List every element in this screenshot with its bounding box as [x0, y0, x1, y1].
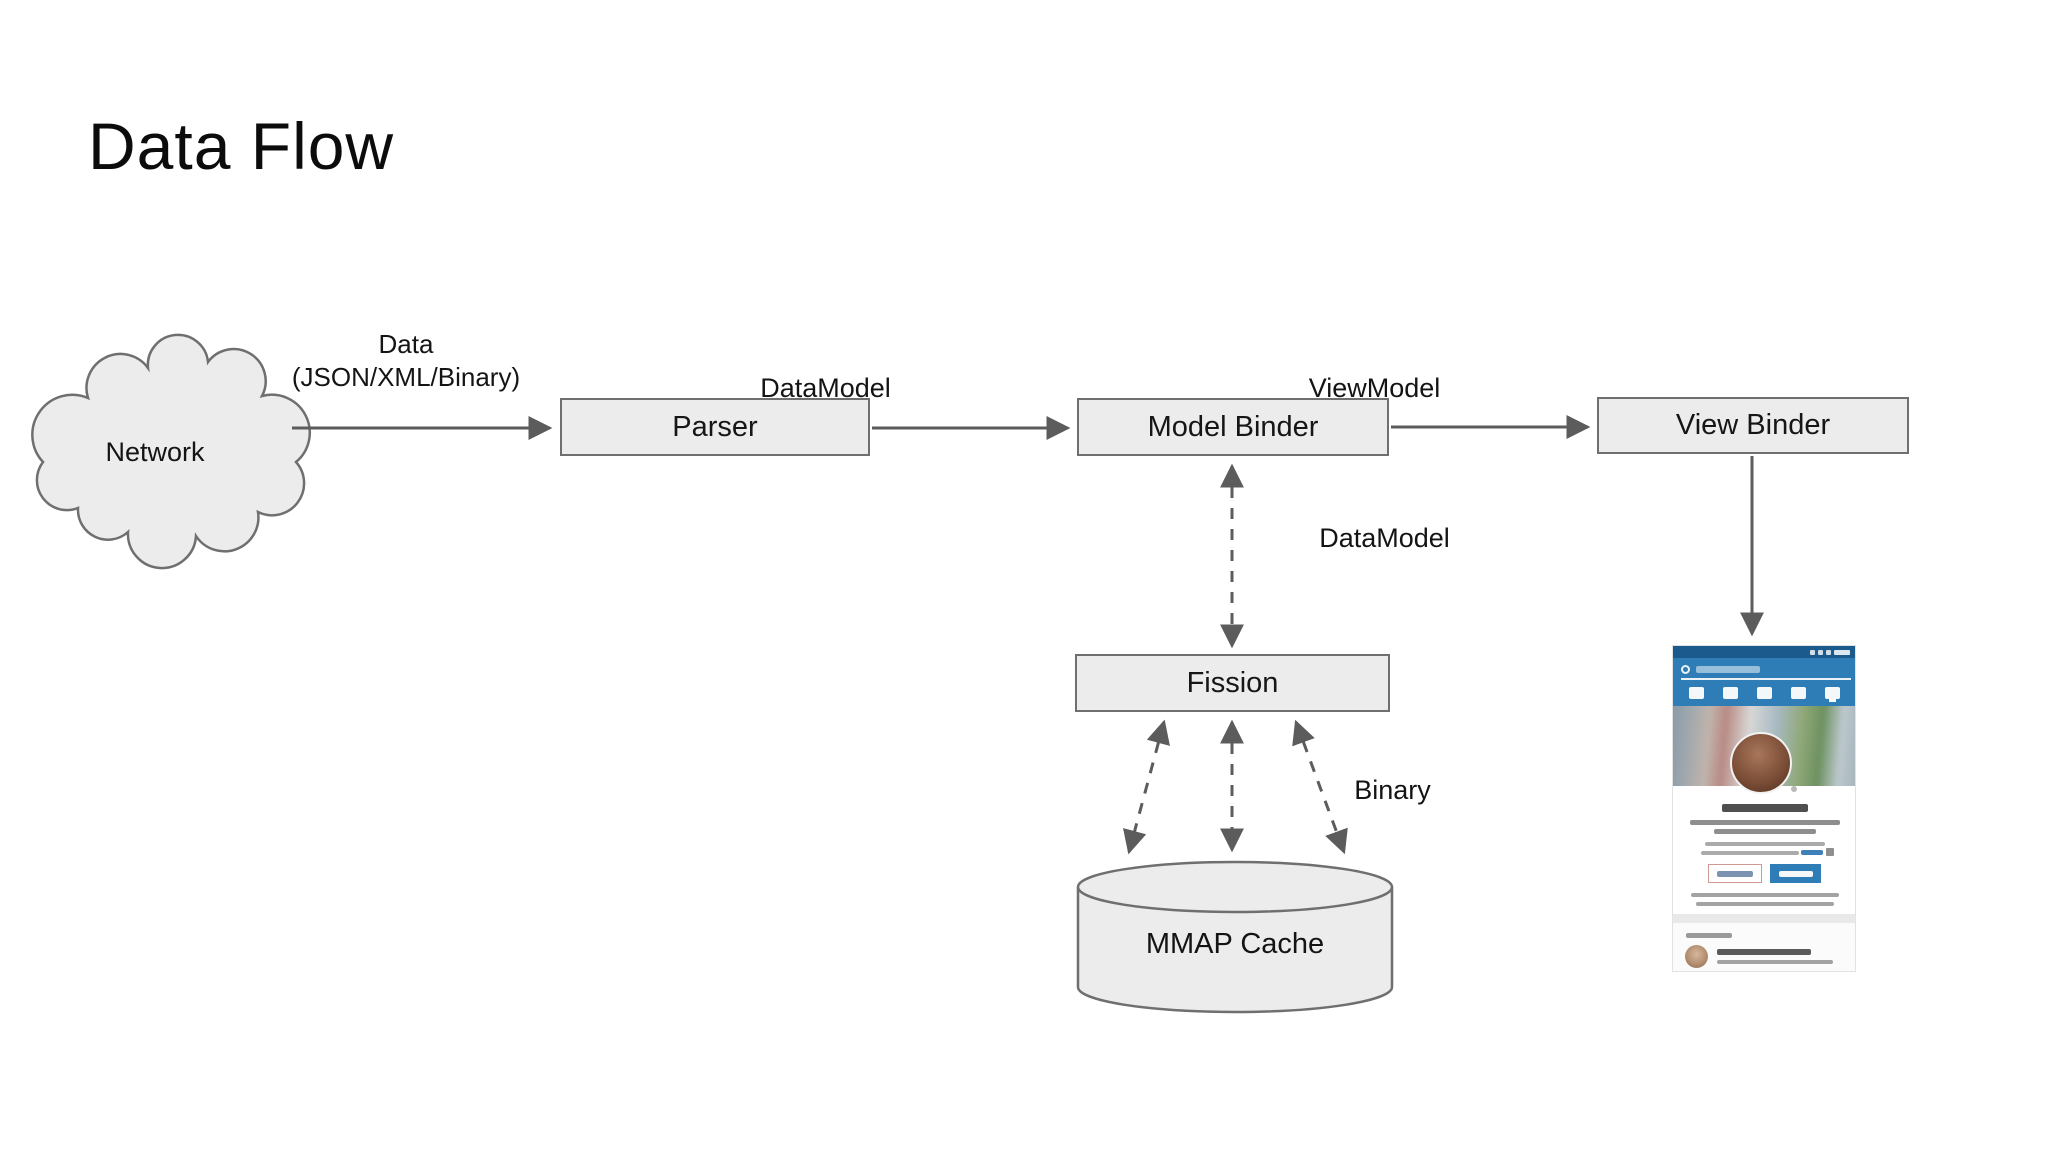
profile-icon: [1824, 687, 1840, 699]
node-fission-label: Fission: [1186, 666, 1279, 699]
connection-avatar: [1685, 945, 1708, 968]
arrow-fission-cache-left: [1123, 719, 1170, 855]
connection-title-blur: [1717, 949, 1811, 955]
search-underline: [1681, 678, 1851, 680]
profile-summary-blur-1: [1691, 893, 1839, 897]
page-title: Data Flow: [88, 109, 395, 183]
node-view-binder: View Binder: [1597, 397, 1909, 454]
profile-avatar: [1730, 732, 1792, 794]
edge-label-data-line1: Data: [378, 329, 434, 359]
profile-meta-icon: [1826, 848, 1834, 856]
phone-screenshot: [1672, 645, 1856, 972]
search-placeholder-blur: [1696, 665, 1760, 673]
home-icon: [1688, 687, 1704, 699]
clock-text-blur: [1834, 649, 1850, 655]
profile-meta-blur-1: [1705, 842, 1825, 846]
wifi-icon: [1810, 649, 1815, 655]
connection-subtitle-blur: [1717, 960, 1833, 964]
edge-label-data: Data (JSON/XML/Binary): [281, 328, 531, 394]
notifications-icon: [1790, 687, 1806, 699]
primary-button-blur: [1770, 864, 1821, 883]
edge-label-datamodel-cache: DataModel: [1319, 523, 1450, 553]
network-cloud-shape: [31, 333, 312, 570]
outlined-button-blur: [1708, 864, 1762, 883]
section-title-blur: [1686, 933, 1732, 938]
profile-name-blur: [1722, 804, 1808, 812]
node-parser-label: Parser: [672, 410, 758, 443]
outlined-button-label-blur: [1717, 870, 1753, 877]
camera-badge-icon: [1791, 786, 1797, 792]
people-icon: [1722, 687, 1738, 699]
profile-meta-link-blur: [1801, 850, 1823, 855]
signal-icon: [1818, 649, 1823, 655]
section-divider: [1673, 914, 1855, 923]
node-parser: Parser: [560, 398, 870, 456]
node-fission: Fission: [1075, 654, 1390, 712]
edge-label-data-line2: (JSON/XML/Binary): [291, 362, 521, 392]
node-model-binder: Model Binder: [1077, 398, 1389, 456]
phone-search-bar: [1673, 658, 1855, 680]
node-model-binder-label: Model Binder: [1147, 410, 1319, 443]
highlights-section: [1673, 923, 1855, 971]
profile-headline-blur-2: [1714, 829, 1816, 834]
primary-button-label-blur: [1778, 870, 1813, 877]
profile-summary-blur-2: [1696, 902, 1834, 906]
profile-meta-blur-2: [1701, 851, 1799, 855]
jobs-icon: [1756, 687, 1772, 699]
arrow-fission-cache-right: [1292, 719, 1348, 855]
edge-label-binary: Binary: [1354, 775, 1431, 805]
node-view-binder-label: View Binder: [1675, 409, 1831, 441]
node-mmap-cache-label: MMAP Cache: [1145, 928, 1325, 960]
search-icon: [1681, 664, 1690, 674]
edge-label-viewmodel: ViewModel: [1308, 373, 1441, 403]
profile-headline-blur-1: [1690, 820, 1840, 825]
edge-label-datamodel: DataModel: [760, 373, 891, 403]
battery-icon: [1826, 649, 1831, 655]
node-network-label: Network: [105, 437, 205, 467]
phone-status-bar: [1673, 646, 1855, 658]
mmap-cache-cylinder: [1076, 860, 1394, 1014]
phone-nav-bar: [1673, 680, 1855, 706]
